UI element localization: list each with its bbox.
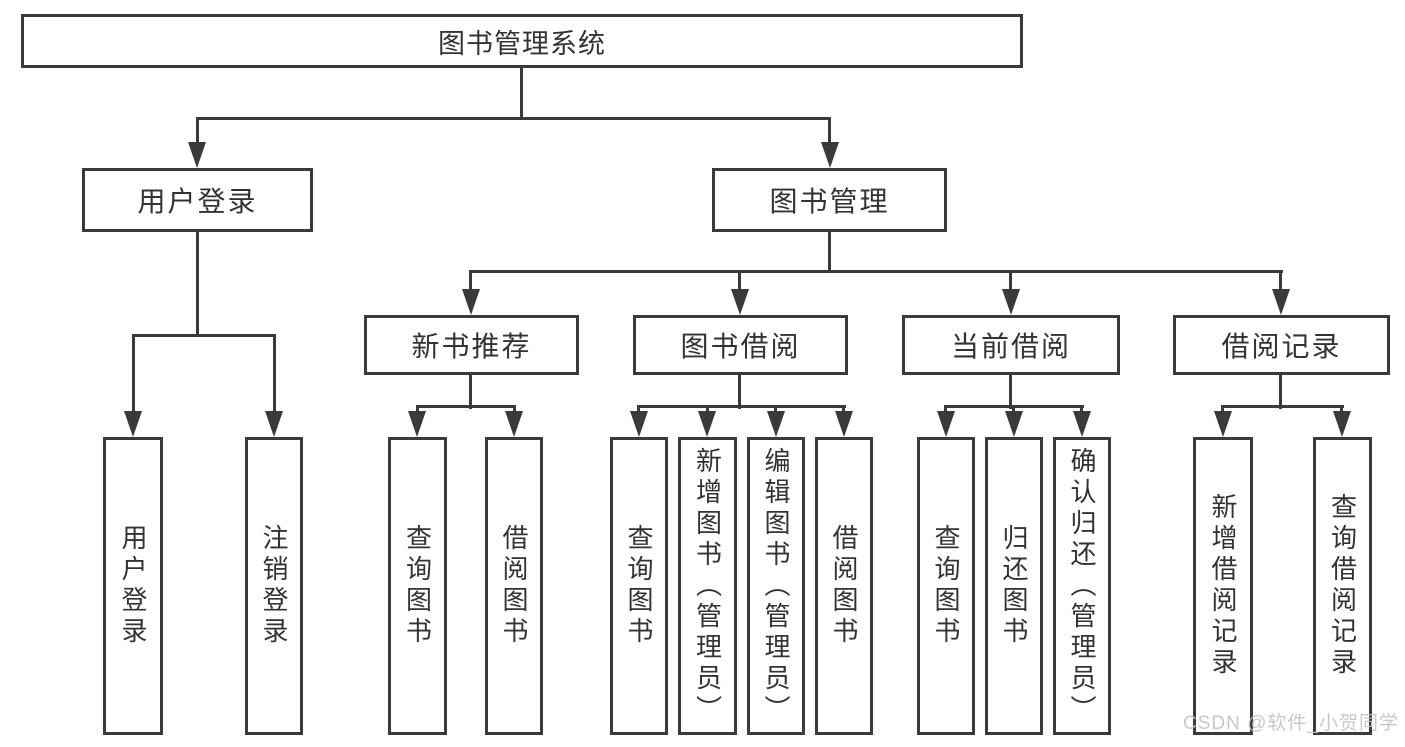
arrowhead-icon bbox=[698, 411, 716, 437]
connector-stem bbox=[738, 373, 741, 409]
arrowhead-icon bbox=[505, 411, 523, 437]
node-root-label: 图书管理系统 bbox=[438, 28, 606, 59]
leaf-edit-book-admin: 编辑图书（管理员） bbox=[747, 437, 805, 735]
node-book-management: 图书管理 bbox=[712, 168, 947, 232]
arrowhead-icon bbox=[462, 289, 480, 315]
node-current-borrow-label: 当前借阅 bbox=[950, 331, 1071, 362]
leaf-query-book-3: 查询图书 bbox=[917, 437, 975, 735]
connector-drop bbox=[944, 405, 947, 415]
connector-drop bbox=[738, 270, 741, 292]
connector-book-management-stem bbox=[828, 230, 831, 273]
node-user-login-label: 用户登录 bbox=[137, 186, 258, 217]
connector-drop bbox=[132, 334, 135, 414]
connector-drop-user-login bbox=[196, 117, 199, 145]
connector-rail bbox=[416, 405, 516, 408]
connector-user-login-stem bbox=[196, 230, 199, 337]
csdn-watermark: CSDN @软件_小贺同学 bbox=[1183, 713, 1399, 734]
node-root: 图书管理系统 bbox=[21, 14, 1023, 68]
node-user-login: 用户登录 bbox=[82, 168, 313, 232]
arrowhead-icon bbox=[1002, 289, 1020, 315]
arrowhead-icon bbox=[1005, 411, 1023, 437]
node-current-borrow: 当前借阅 bbox=[902, 315, 1120, 375]
connector-drop bbox=[469, 270, 472, 292]
node-borrow-records-label: 借阅记录 bbox=[1221, 331, 1342, 362]
connector-drop bbox=[706, 405, 709, 415]
leaf-query-book-2: 查询图书 bbox=[610, 437, 668, 735]
arrowhead-icon bbox=[731, 289, 749, 315]
connector-stem bbox=[1279, 373, 1282, 409]
connector-drop bbox=[513, 405, 516, 415]
connector-drop bbox=[637, 405, 640, 415]
arrowhead-icon bbox=[124, 411, 142, 437]
arrowhead-icon bbox=[821, 142, 839, 168]
leaf-logout: 注销登录 bbox=[245, 437, 303, 735]
connector-drop bbox=[1009, 270, 1012, 292]
arrowhead-icon bbox=[767, 411, 785, 437]
node-new-book-recommend-label: 新书推荐 bbox=[411, 331, 532, 362]
connector-drop bbox=[1012, 405, 1015, 415]
arrowhead-icon bbox=[1333, 411, 1351, 437]
leaf-return-book: 归还图书 bbox=[985, 437, 1043, 735]
connector-drop bbox=[273, 334, 276, 414]
connector-drop bbox=[842, 405, 845, 415]
connector-stem bbox=[1009, 373, 1012, 409]
connector-drop-book-management bbox=[828, 117, 831, 145]
leaf-user-login: 用户登录 bbox=[103, 437, 163, 735]
connector-drop bbox=[1080, 405, 1083, 415]
leaf-query-borrow-record: 查询借阅记录 bbox=[1313, 437, 1372, 735]
node-borrow-records: 借阅记录 bbox=[1173, 315, 1390, 375]
leaf-borrow-book-1: 借阅图书 bbox=[485, 437, 543, 735]
leaf-query-book-1: 查询图书 bbox=[388, 437, 447, 735]
arrowhead-icon bbox=[188, 142, 206, 168]
node-new-book-recommend: 新书推荐 bbox=[364, 315, 579, 375]
leaf-add-book-admin: 新增图书（管理员） bbox=[678, 437, 737, 735]
arrowhead-icon bbox=[265, 411, 283, 437]
arrowhead-icon bbox=[1272, 289, 1290, 315]
arrowhead-icon bbox=[1214, 411, 1232, 437]
connector-root-stem bbox=[520, 66, 523, 120]
leaf-add-borrow-record: 新增借阅记录 bbox=[1193, 437, 1253, 735]
arrowhead-icon bbox=[1073, 411, 1091, 437]
arrowhead-icon bbox=[630, 411, 648, 437]
arrowhead-icon bbox=[835, 411, 853, 437]
connector-drop bbox=[774, 405, 777, 415]
connector-drop bbox=[1279, 270, 1282, 292]
node-book-borrow-label: 图书借阅 bbox=[680, 331, 801, 362]
connector-rail bbox=[638, 405, 846, 408]
leaf-borrow-book-2: 借阅图书 bbox=[815, 437, 873, 735]
connector-stem bbox=[469, 373, 472, 409]
connector-drop bbox=[1340, 405, 1343, 415]
connector-book-management-rail bbox=[470, 270, 1283, 273]
connector-drop bbox=[416, 405, 419, 415]
connector-drop bbox=[1221, 405, 1224, 415]
node-book-borrow: 图书借阅 bbox=[633, 315, 848, 375]
connector-rail bbox=[1222, 405, 1344, 408]
connector-root-rail bbox=[196, 117, 831, 120]
leaf-confirm-return-admin: 确认归还（管理员） bbox=[1053, 437, 1111, 735]
arrowhead-icon bbox=[937, 411, 955, 437]
node-book-management-label: 图书管理 bbox=[769, 186, 890, 217]
connector-user-login-rail bbox=[132, 334, 276, 337]
arrowhead-icon bbox=[408, 411, 426, 437]
